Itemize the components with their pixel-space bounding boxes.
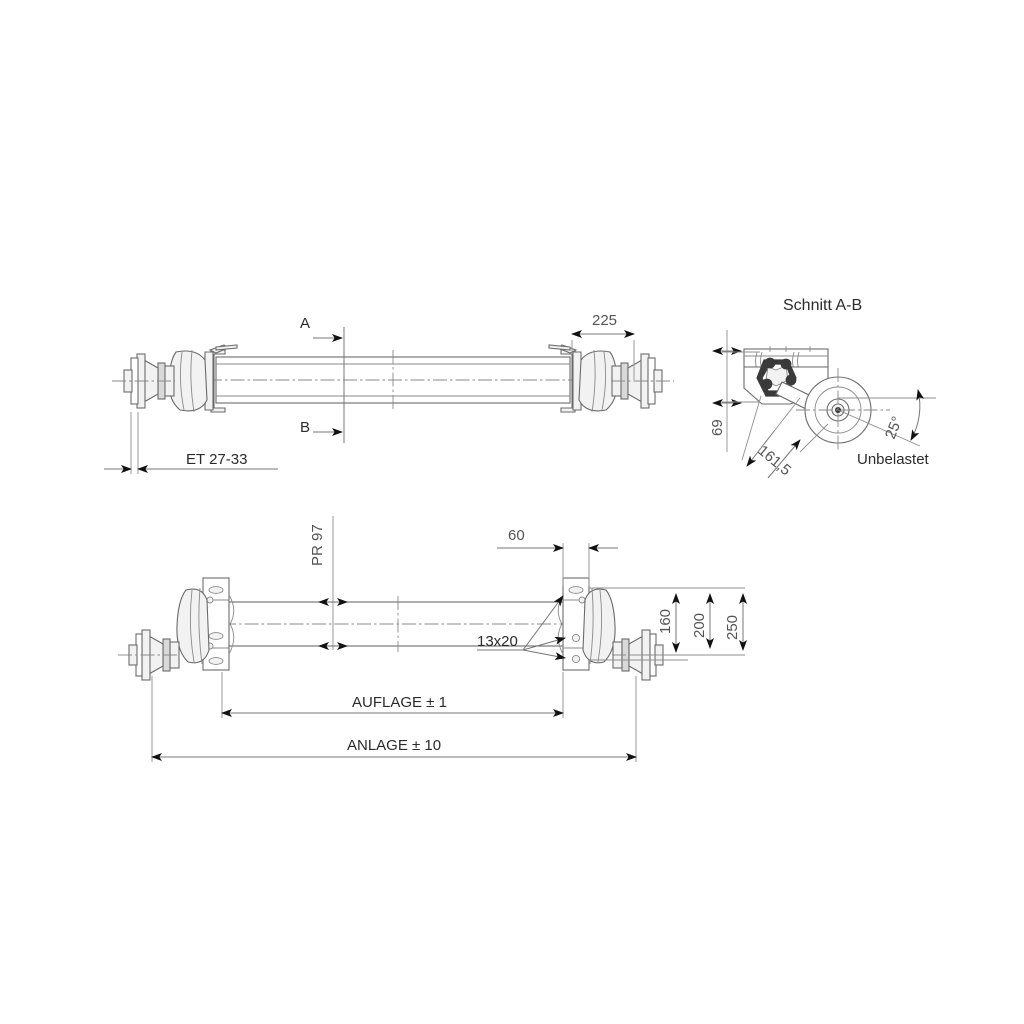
offset-label-et: ET 27-33 [186,451,247,468]
axle-tube-bottom [222,596,578,652]
bottom-view-group: PR 97 60 13x20 [118,516,747,762]
section-marker-b: B [300,419,310,436]
dimension-label-auflage: AUFLAGE ± 1 [352,694,447,711]
dimension-label-25-deg: 25° [882,414,906,441]
dimension-label-anlage: ANLAGE ± 10 [347,737,441,754]
axle-tube-top [208,350,585,410]
dimension-label-161-5: 161,5 [754,442,794,479]
dimension-label-225: 225 [592,312,617,329]
hub-assembly-left-top [112,344,238,413]
load-state-label: Unbelastet [857,451,930,468]
hub-assembly-left-bottom [118,577,235,681]
dimension-stack-right [589,587,747,661]
callout-13x20 [477,595,566,661]
dimension-label-250: 250 [724,615,741,640]
hole-label-13x20: 13x20 [477,633,518,650]
top-view-group: A B 225 ET 27-33 [104,312,674,474]
section-cut-line-ab [313,327,345,443]
hub-assembly-right-top [548,344,674,413]
section-view-title: Schnitt A-B [783,297,862,314]
dimension-label-200: 200 [691,613,708,638]
section-ab-view-group: Schnitt A-B [709,297,936,479]
dimension-69 [712,330,760,452]
dimension-anlage [151,676,637,762]
dimension-et [104,412,278,474]
dimension-label-60: 60 [508,527,525,544]
dimension-label-69: 69 [709,419,726,436]
dimension-auflage [221,672,564,718]
dimension-225 [571,330,635,380]
section-marker-a: A [300,315,310,332]
dimension-label-pr-97: PR 97 [309,524,326,566]
dimension-60 [497,543,618,586]
dimension-161-5 [741,395,829,479]
dimension-label-160: 160 [657,609,674,634]
dimension-pr-97 [318,516,348,650]
dimension-25-deg [837,389,936,447]
